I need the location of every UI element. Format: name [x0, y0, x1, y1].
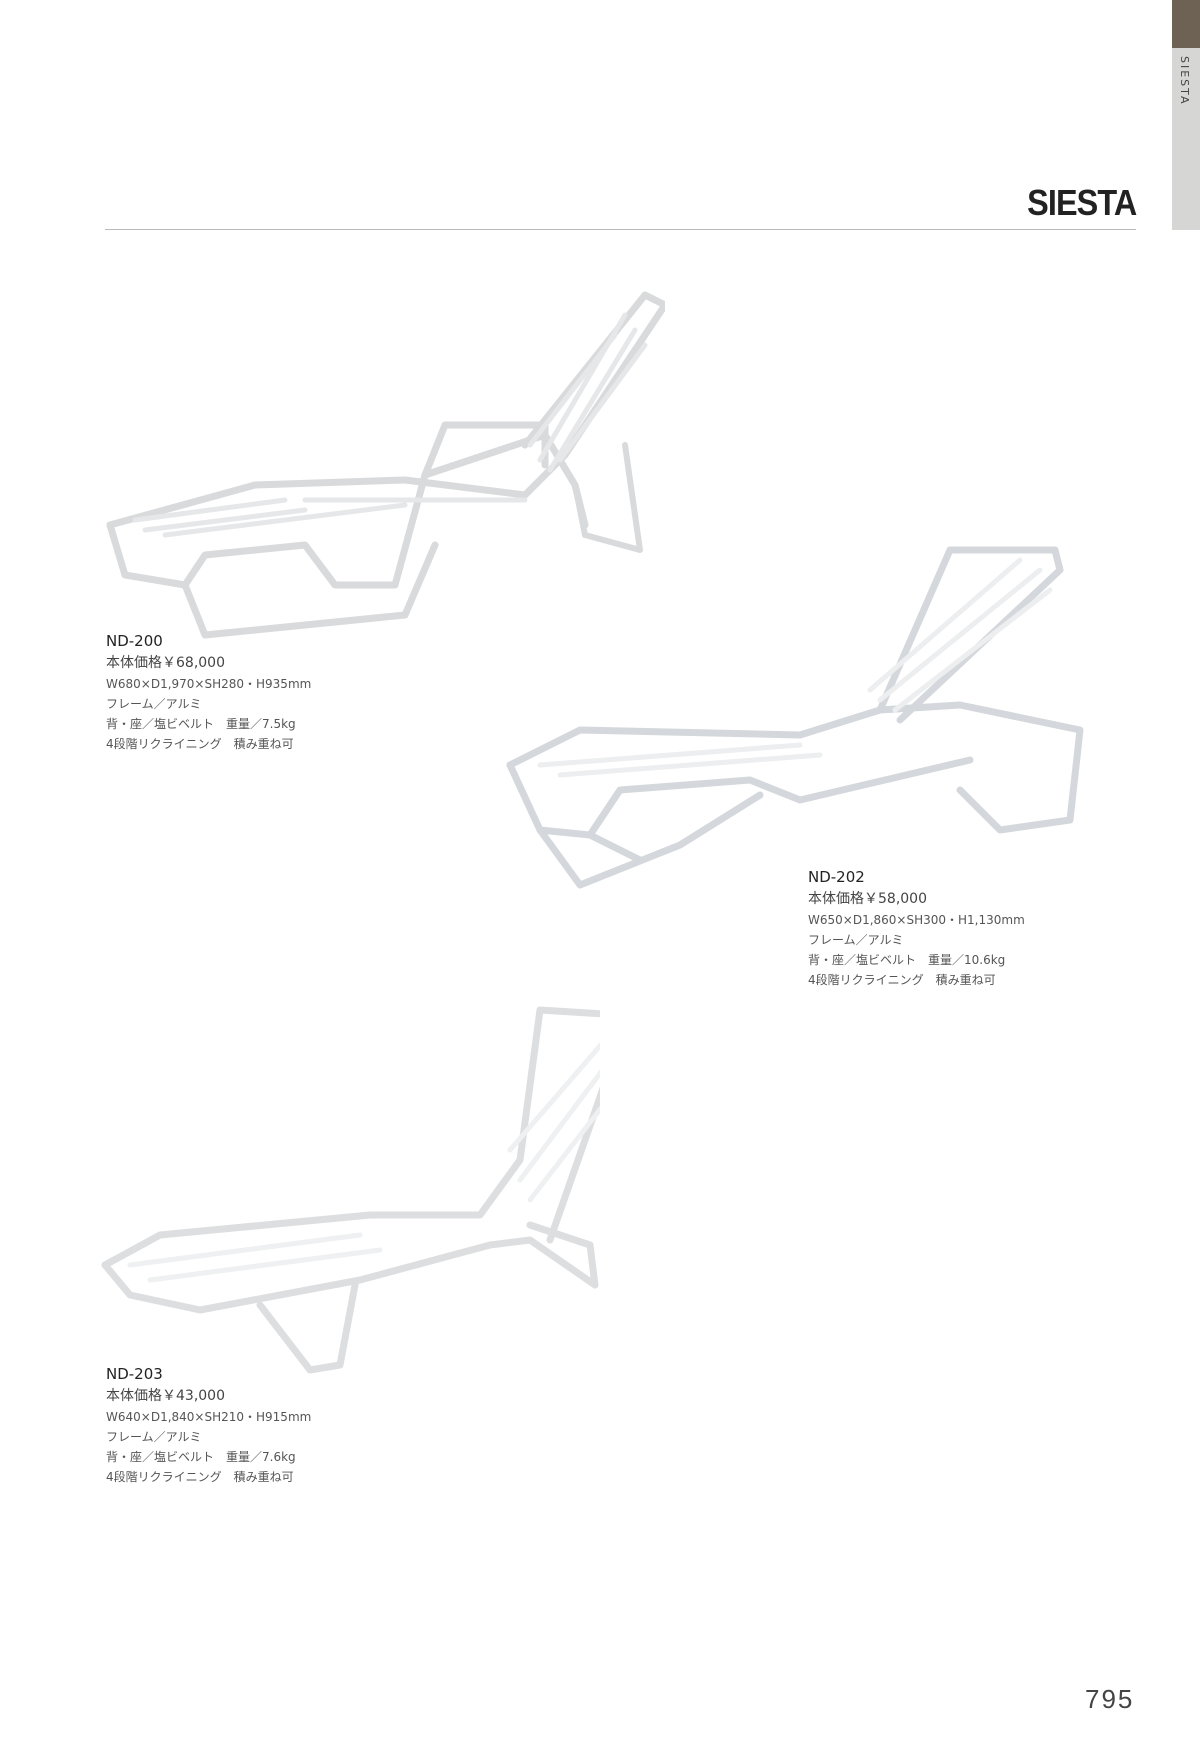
product-size: W680×D1,970×SH280・H935mm	[106, 677, 312, 691]
product-nd-202: ND-202 本体価格￥58,000 W650×D1,860×SH300・H1,…	[808, 866, 1025, 990]
divider	[105, 229, 1136, 230]
product-material: 背・座／塩ビベルト 重量／7.5kg	[106, 717, 296, 731]
section-tab: SIESTA	[1172, 0, 1200, 230]
product-nd-200: ND-200 本体価格￥68,000 W680×D1,970×SH280・H93…	[106, 630, 311, 754]
product-price: 本体価格￥43,000	[106, 1388, 225, 1404]
tab-color-block	[1172, 0, 1200, 48]
product-features: 4段階リクライニング 積み重ね可	[106, 737, 294, 751]
product-material: 背・座／塩ビベルト 重量／10.6kg	[808, 953, 1006, 967]
product-features: 4段階リクライニング 積み重ね可	[808, 973, 996, 987]
product-price: 本体価格￥68,000	[106, 655, 225, 671]
product-features: 4段階リクライニング 積み重ね可	[106, 1470, 294, 1484]
product-code: ND-203	[106, 1365, 163, 1383]
chair-image-nd-202	[506, 546, 1084, 889]
series-title: SIESTA	[1026, 182, 1137, 223]
product-frame: フレーム／アルミ	[808, 933, 904, 947]
tab-label: SIESTA	[1178, 56, 1191, 106]
product-frame: フレーム／アルミ	[106, 697, 202, 711]
product-size: W640×D1,840×SH210・H915mm	[106, 1410, 312, 1424]
product-code: ND-200	[106, 632, 163, 650]
product-material: 背・座／塩ビベルト 重量／7.6kg	[106, 1450, 296, 1464]
product-code: ND-202	[808, 868, 865, 886]
chair-image-nd-203	[101, 1006, 600, 1374]
product-frame: フレーム／アルミ	[106, 1430, 202, 1444]
page-number: 795	[1085, 1684, 1135, 1714]
chair-image-nd-200	[106, 291, 665, 639]
product-price: 本体価格￥58,000	[808, 891, 927, 907]
product-nd-203: ND-203 本体価格￥43,000 W640×D1,840×SH210・H91…	[106, 1363, 311, 1487]
product-size: W650×D1,860×SH300・H1,130mm	[808, 913, 1025, 927]
